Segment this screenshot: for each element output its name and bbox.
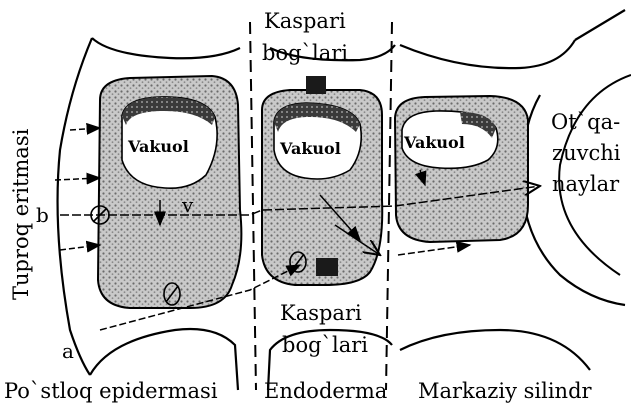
xylem-label-line1: Ot`qa- — [551, 110, 620, 134]
region-stele-label: Markaziy silindr — [418, 379, 593, 403]
kaspari-bottom-line2: bog`lari — [282, 333, 368, 357]
kaspari-band-top — [306, 76, 326, 94]
region-endoderm-label: Endoderma — [264, 379, 387, 403]
cell-stele: Vakuol — [395, 96, 528, 242]
kaspari-bottom-line1: Kaspari — [280, 301, 362, 325]
kaspari-band-bottom — [316, 258, 338, 276]
vakuol-label-1: Vakuol — [127, 137, 189, 156]
pathway-v-label: v — [181, 193, 194, 217]
xylem-label-line3: naylar — [552, 172, 620, 196]
pathway-b-label: b — [36, 203, 49, 227]
kaspari-top-line1: Kaspari — [264, 9, 346, 33]
kaspari-top-line2: bog`lari — [262, 41, 348, 65]
region-epidermis-label: Po`stloq epidermasi — [4, 379, 218, 403]
xylem-label-line2: zuvchi — [552, 141, 621, 165]
soil-solution-label: Tuproq eritmasi — [9, 128, 33, 300]
cell-cortex: Vakuol — [98, 76, 241, 308]
cell-endoderm: Vakuol — [262, 90, 382, 285]
vakuol-label-2: Vakuol — [279, 139, 341, 158]
vakuol-label-3: Vakuol — [403, 133, 465, 152]
pathway-a-label: a — [62, 339, 74, 363]
